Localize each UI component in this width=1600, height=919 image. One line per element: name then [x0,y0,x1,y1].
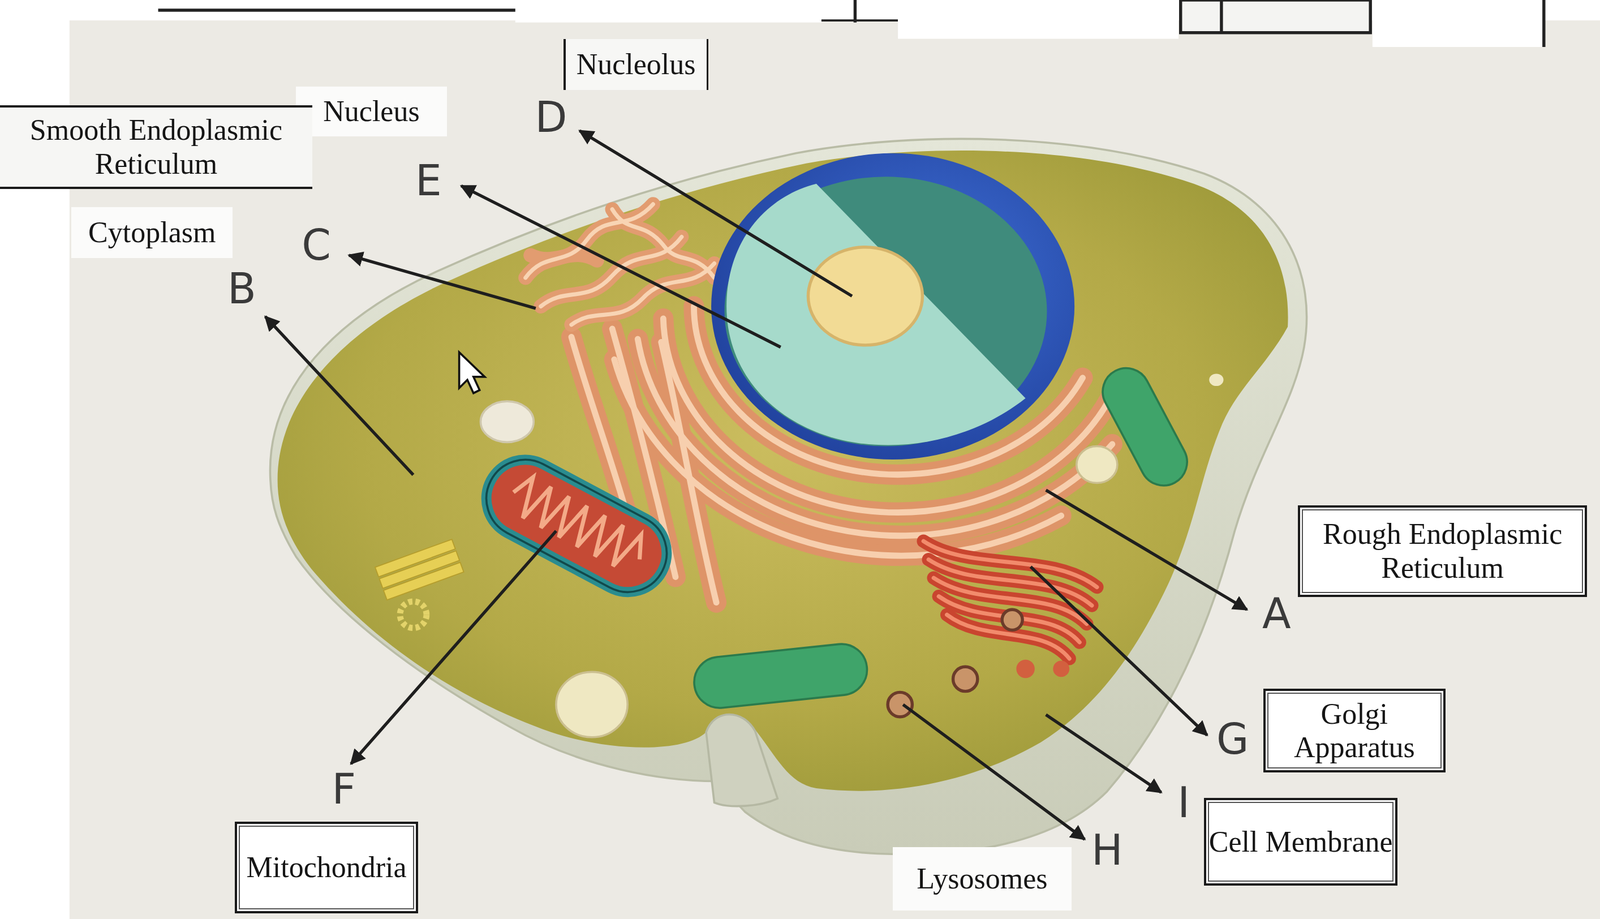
leader-lines [349,255,536,309]
answer-box: Lysosomes [892,846,1072,911]
answer-box: Rough Endoplasmic Reticulum [1297,505,1587,597]
answer-box: Nucleolus [563,39,709,90]
golgi-apparatus [1016,659,1035,678]
vesicles [480,401,534,442]
centriole [383,562,464,600]
callout-letter: D [534,96,567,139]
callout-letter: G [1216,717,1249,760]
lysosomes [1001,609,1023,630]
smooth-er [525,204,653,278]
mouse-cursor [459,352,485,394]
cytoplasm-surface [277,150,1289,791]
mitochondrion [472,445,681,606]
photo-background [1180,0,1371,33]
mitochondrion [472,445,681,606]
organelle-name: Lysosomes [916,861,1048,896]
organelle-name: Nucleolus [576,47,696,82]
leader-lines [902,704,1085,840]
callout-letter: B [227,267,257,310]
organelle-name: Mitochondria [246,850,407,885]
answer-box: Cytoplasm [71,207,233,258]
organelle-name: Cell Membrane [1209,824,1393,859]
centriole [375,539,464,629]
answer-box: Golgi Apparatus [1263,688,1446,773]
vesicles [480,359,1224,738]
smooth-er [571,263,715,325]
lysosomes [887,691,913,717]
vesicles [691,641,870,711]
callout-letter: E [415,159,442,202]
lysosomes [887,609,1023,717]
mitochondrion [472,445,681,606]
smooth-er [540,237,682,307]
organelle-name: Golgi Apparatus [1265,697,1444,765]
leader-lines [1046,714,1162,793]
callout-letter: I [1177,781,1190,824]
callout-letter: F [332,767,357,810]
lysosomes [953,666,978,691]
photo-background [897,0,1179,40]
answer-box: Cell Membrane [1203,797,1398,886]
leader-lines [265,316,414,475]
mitochondrion [504,472,651,576]
callout-letter: C [301,224,331,266]
photo-background [1372,0,1544,47]
nucleus-sphere [724,176,1048,446]
photo-background [853,0,857,23]
photo-background [1542,0,1546,47]
centriole [375,539,464,600]
photo-background [821,19,898,22]
nucleus-sphere [807,247,923,346]
answer-box: Smooth Endoplasmic Reticulum [0,105,313,189]
organelle-name: Rough Endoplasmic Reticulum [1300,517,1585,586]
golgi-apparatus [923,540,1098,659]
golgi-apparatus [923,540,1098,659]
vesicles [691,641,870,711]
nucleus-sphere [711,153,1075,460]
membrane-notch [706,714,778,806]
photo-background [158,8,516,12]
photo-background [1219,0,1223,33]
callout-letter: A [1262,592,1292,635]
organelle-name: Cytoplasm [88,215,216,250]
organelle-name: Nucleus [323,94,420,129]
callout-letter: H [1091,828,1124,871]
leader-lines [265,130,1247,840]
vesicles [556,671,628,737]
organelle-name: Smooth Endoplasmic Reticulum [0,113,313,182]
nucleus-sphere [711,153,1075,460]
photo-background [515,0,822,23]
golgi-apparatus [1052,660,1070,677]
leader-lines [579,130,853,296]
smooth-er [612,209,715,278]
nucleus-sphere [726,183,1026,446]
cell-body [269,138,1307,854]
vesicles [1209,373,1224,386]
leader-lines [1046,489,1247,610]
leader-lines [1030,566,1208,735]
smooth-er [571,263,715,325]
leader-lines [350,530,557,764]
answer-box: Mitochondria [234,821,419,914]
leader-lines [461,185,781,347]
answer-box: Nucleus [295,86,447,137]
golgi-apparatus [923,540,1098,678]
vesicles [1076,446,1118,484]
membrane-slab [269,138,1307,854]
centriole [400,601,427,629]
